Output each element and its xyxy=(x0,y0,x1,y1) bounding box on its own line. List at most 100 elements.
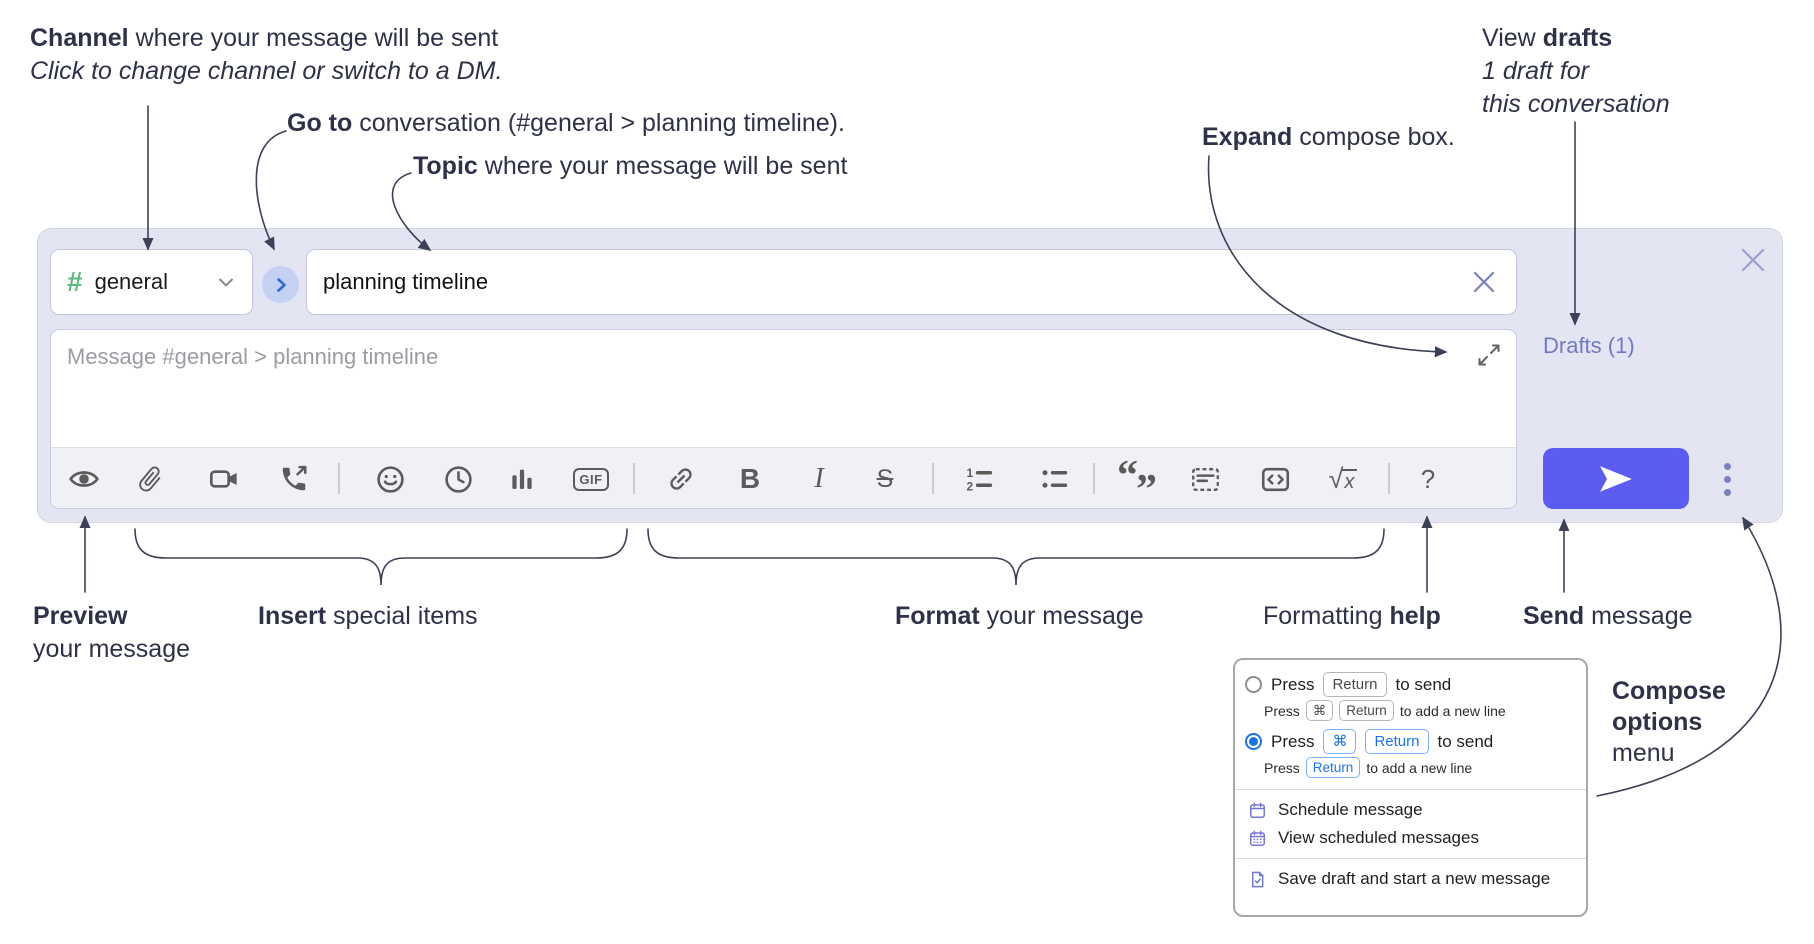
goto-annotation-rest: conversation (#general > planning timeli… xyxy=(352,109,845,137)
channel-selector[interactable]: # general xyxy=(50,249,253,315)
menu-divider xyxy=(1235,789,1586,790)
strikethrough-icon: S xyxy=(876,464,894,493)
numbered-list-button[interactable]: 1 2 xyxy=(959,459,999,499)
view-drafts-bold: drafts xyxy=(1542,24,1613,52)
preview-annotation: Preview your message xyxy=(33,600,190,666)
strikethrough-button[interactable]: S xyxy=(865,459,905,499)
send-icon xyxy=(1598,464,1634,494)
compose-toolbar: GIF B I xyxy=(51,447,1516,511)
message-compose-area: GIF B I xyxy=(50,329,1517,511)
toolbar-divider xyxy=(932,463,934,494)
option-enter-subtext: Press ⌘ Return to add a new line xyxy=(1235,700,1586,726)
ellipsis-dot xyxy=(1724,489,1731,496)
math-button[interactable]: √ x xyxy=(1323,459,1363,499)
attach-file-button[interactable] xyxy=(130,459,170,499)
insert-annotation-rest: special items xyxy=(326,602,478,630)
formatting-help-button[interactable]: ? xyxy=(1408,459,1448,499)
insert-annotation: Insert special items xyxy=(258,600,478,633)
toolbar-divider xyxy=(338,463,340,494)
view-drafts-pre: View xyxy=(1482,24,1543,52)
italic-button[interactable]: I xyxy=(799,459,839,499)
send-annotation-rest: message xyxy=(1584,602,1693,630)
svg-text:2: 2 xyxy=(967,479,974,493)
menu-item-label: Schedule message xyxy=(1278,800,1423,819)
toolbar-divider xyxy=(1093,463,1095,494)
voice-call-button[interactable] xyxy=(274,459,314,499)
calendar-grid-icon xyxy=(1248,829,1267,848)
ellipsis-dot xyxy=(1724,476,1731,483)
ellipsis-dot xyxy=(1724,463,1731,470)
go-to-conversation-button[interactable] xyxy=(262,266,299,303)
topic-annotation-rest: where your message will be sent xyxy=(477,152,848,180)
quote-button[interactable]: “ ” xyxy=(1117,455,1157,511)
send-button[interactable] xyxy=(1543,448,1689,509)
gif-button[interactable]: GIF xyxy=(571,459,611,499)
code-button[interactable] xyxy=(1255,459,1295,499)
channel-annotation-line2: Click to change channel or switch to a D… xyxy=(30,57,503,85)
question-mark-icon: ? xyxy=(1420,463,1436,494)
message-input[interactable] xyxy=(51,330,1516,448)
send-annotation: Send message xyxy=(1523,600,1693,633)
menu-divider xyxy=(1235,858,1586,859)
save-draft-new-message-item[interactable]: Save draft and start a new message xyxy=(1235,865,1586,893)
channel-annotation-bold: Channel xyxy=(30,24,129,52)
cmd-key: ⌘ xyxy=(1323,729,1357,754)
cmd-key: ⌘ xyxy=(1305,700,1334,721)
drafts-link[interactable]: Drafts (1) xyxy=(1543,333,1635,358)
topic-input[interactable] xyxy=(306,249,1517,315)
channel-annotation-rest: where your message will be sent xyxy=(128,24,499,52)
option-press-label: Press xyxy=(1271,674,1315,694)
return-key: Return xyxy=(1323,672,1387,697)
poll-button[interactable] xyxy=(502,459,542,499)
link-button[interactable] xyxy=(661,459,701,499)
eye-icon xyxy=(68,463,100,495)
link-icon xyxy=(666,464,696,494)
emoji-button[interactable] xyxy=(370,459,410,499)
option-enter-to-send[interactable]: Press Return to send xyxy=(1235,669,1586,700)
spoiler-icon xyxy=(1190,464,1221,495)
expand-annotation-rest: compose box. xyxy=(1292,123,1455,151)
bulleted-list-icon xyxy=(1039,464,1069,494)
compose-options-line2: options xyxy=(1612,708,1703,736)
expand-compose-button[interactable] xyxy=(1476,342,1502,368)
view-drafts-line2: 1 draft for xyxy=(1482,57,1589,85)
option-cmd-enter-subtext: Press Return to add a new line xyxy=(1235,757,1586,783)
chevron-down-icon xyxy=(216,272,236,292)
expand-annotation: Expand compose box. xyxy=(1202,121,1455,154)
toolbar-divider xyxy=(633,463,635,494)
menu-item-label: View scheduled messages xyxy=(1278,828,1479,847)
italic-icon: I xyxy=(814,463,824,494)
menu-item-label: Save draft and start a new message xyxy=(1278,869,1551,888)
close-compose-button[interactable] xyxy=(1738,245,1768,275)
option-cmd-enter-to-send[interactable]: Press ⌘ Return to send xyxy=(1235,726,1586,757)
bulleted-list-button[interactable] xyxy=(1034,459,1074,499)
return-key: Return xyxy=(1339,700,1394,721)
calendar-icon xyxy=(1248,801,1267,820)
numbered-list-icon: 1 2 xyxy=(964,464,994,494)
schedule-message-item[interactable]: Schedule message xyxy=(1235,796,1586,824)
bold-button[interactable]: B xyxy=(730,459,770,499)
compose-options-button[interactable] xyxy=(1722,461,1733,498)
topic-clear-button[interactable] xyxy=(1468,266,1500,298)
expand-annotation-bold: Expand xyxy=(1202,123,1293,151)
channel-annotation: Channel where your message will be sent … xyxy=(30,22,502,88)
chevron-right-icon xyxy=(270,274,292,296)
toolbar-divider xyxy=(1388,463,1390,494)
formatting-help-annotation: Formatting help xyxy=(1263,600,1441,633)
view-drafts-annotation: View drafts 1 draft for this conversatio… xyxy=(1482,22,1670,121)
spoiler-button[interactable] xyxy=(1185,459,1225,499)
channel-hash-icon: # xyxy=(67,266,83,297)
preview-button[interactable] xyxy=(64,459,104,499)
code-icon xyxy=(1260,464,1291,495)
topic-annotation: Topic where your message will be sent xyxy=(413,150,847,183)
compose-options-line3: menu xyxy=(1612,739,1675,767)
insert-brace xyxy=(134,528,628,586)
time-button[interactable] xyxy=(438,459,478,499)
option-press-label: Press xyxy=(1271,731,1315,751)
view-scheduled-messages-item[interactable]: View scheduled messages xyxy=(1235,824,1586,852)
topic-annotation-bold: Topic xyxy=(413,152,478,180)
video-camera-icon xyxy=(208,463,240,495)
compose-options-line1: Compose xyxy=(1612,677,1726,705)
video-call-button[interactable] xyxy=(204,459,244,499)
